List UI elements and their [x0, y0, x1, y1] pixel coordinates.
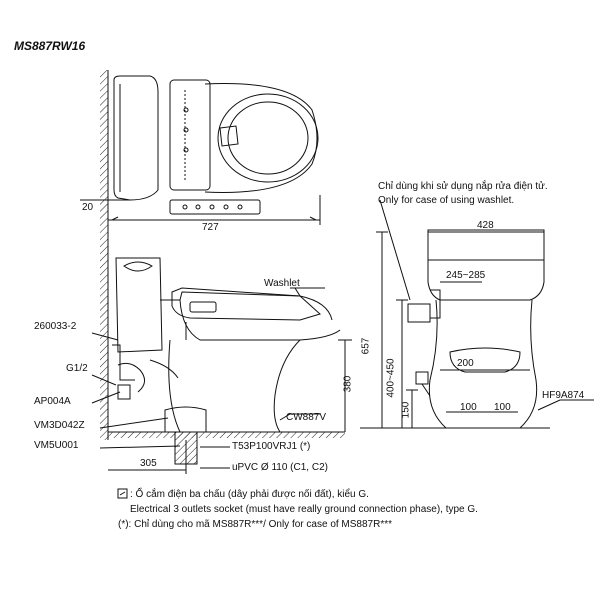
socket-symbol: [117, 488, 128, 499]
dim-foot-right: 100: [494, 402, 511, 413]
wall-hatch: [100, 70, 108, 440]
dim-washlet-span: 245~285: [446, 270, 486, 281]
label-cw887v: CW887V: [286, 412, 327, 423]
footnote-star: (*): Chỉ dùng cho mã MS887R***/ Only for…: [118, 519, 393, 530]
model-title: MS887RW16: [14, 39, 86, 53]
dim-seat-height: 380: [342, 375, 354, 393]
footnote-socket-vi: : Ổ cắm điện ba chấu (dây phải được nối …: [130, 489, 369, 500]
dim-tank-height: 657: [360, 337, 372, 355]
washlet-note-en: Only for case of using washlet.: [378, 195, 515, 206]
side-view: [91, 257, 352, 474]
dim-wall-gap: 20: [82, 202, 94, 213]
label-ap004a: AP004A: [34, 396, 71, 407]
label-vm5u001: VM5U001: [34, 440, 79, 451]
label-washlet: Washlet: [264, 278, 300, 289]
label-hf9a874: HF9A874: [542, 390, 585, 401]
label-t53p: T53P100VRJ1 (*): [232, 441, 311, 452]
footnote-socket-en: Electrical 3 outlets socket (must have r…: [130, 504, 478, 515]
label-260033: 260033-2: [34, 321, 77, 332]
washlet-note-vi: Chỉ dùng khi sử dụng nắp rửa điện tử.: [378, 181, 548, 192]
label-g12: G1/2: [66, 363, 88, 374]
label-upvc: uPVC Ø 110 (C1, C2): [232, 462, 328, 473]
top-view: [80, 70, 321, 440]
dim-rough-in: 305: [140, 458, 157, 469]
dim-foot-left: 100: [460, 402, 477, 413]
dim-top-length: 727: [202, 222, 219, 233]
dim-inner-width: 200: [457, 358, 474, 369]
dim-seat-range: 400~450: [385, 358, 397, 398]
label-vm3d042z: VM3D042Z: [34, 420, 85, 431]
dim-foot-height: 150: [400, 401, 412, 419]
dim-front-width: 428: [477, 220, 494, 231]
front-view: [360, 199, 594, 429]
